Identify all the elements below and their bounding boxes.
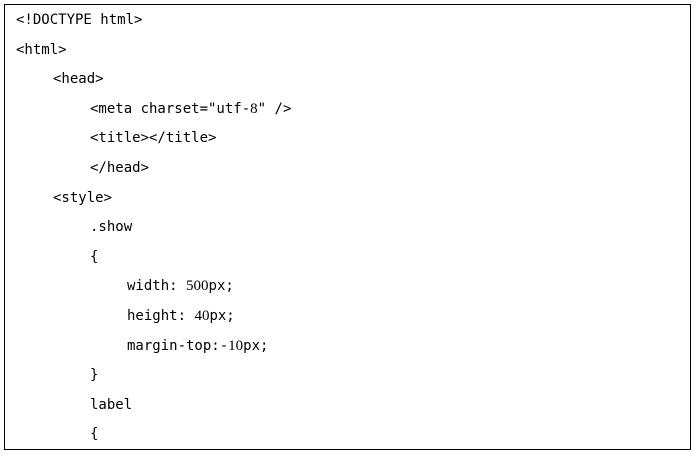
code-line: height: 40px; bbox=[127, 308, 235, 324]
code-line: <html> bbox=[16, 41, 67, 58]
code-line: <!DOCTYPE html> bbox=[16, 12, 143, 28]
code-line: <style> bbox=[53, 189, 113, 206]
code-line: } bbox=[90, 367, 99, 384]
code-line: <meta charset="utf-8" /> bbox=[90, 100, 292, 117]
code-line: margin-top:-10px; bbox=[127, 337, 269, 354]
code-line: .show bbox=[90, 219, 133, 236]
code-line: <title></title> bbox=[90, 130, 217, 147]
code-line: { bbox=[90, 248, 99, 265]
code-line: </head> bbox=[90, 160, 150, 176]
code-block: <!DOCTYPE html> <html> <head> <meta charset… bbox=[4, 4, 691, 450]
code-line: width: 500px; bbox=[127, 278, 234, 295]
code-line: <head> bbox=[53, 71, 104, 88]
code-line: { bbox=[90, 426, 99, 443]
code-line: label bbox=[90, 396, 133, 413]
